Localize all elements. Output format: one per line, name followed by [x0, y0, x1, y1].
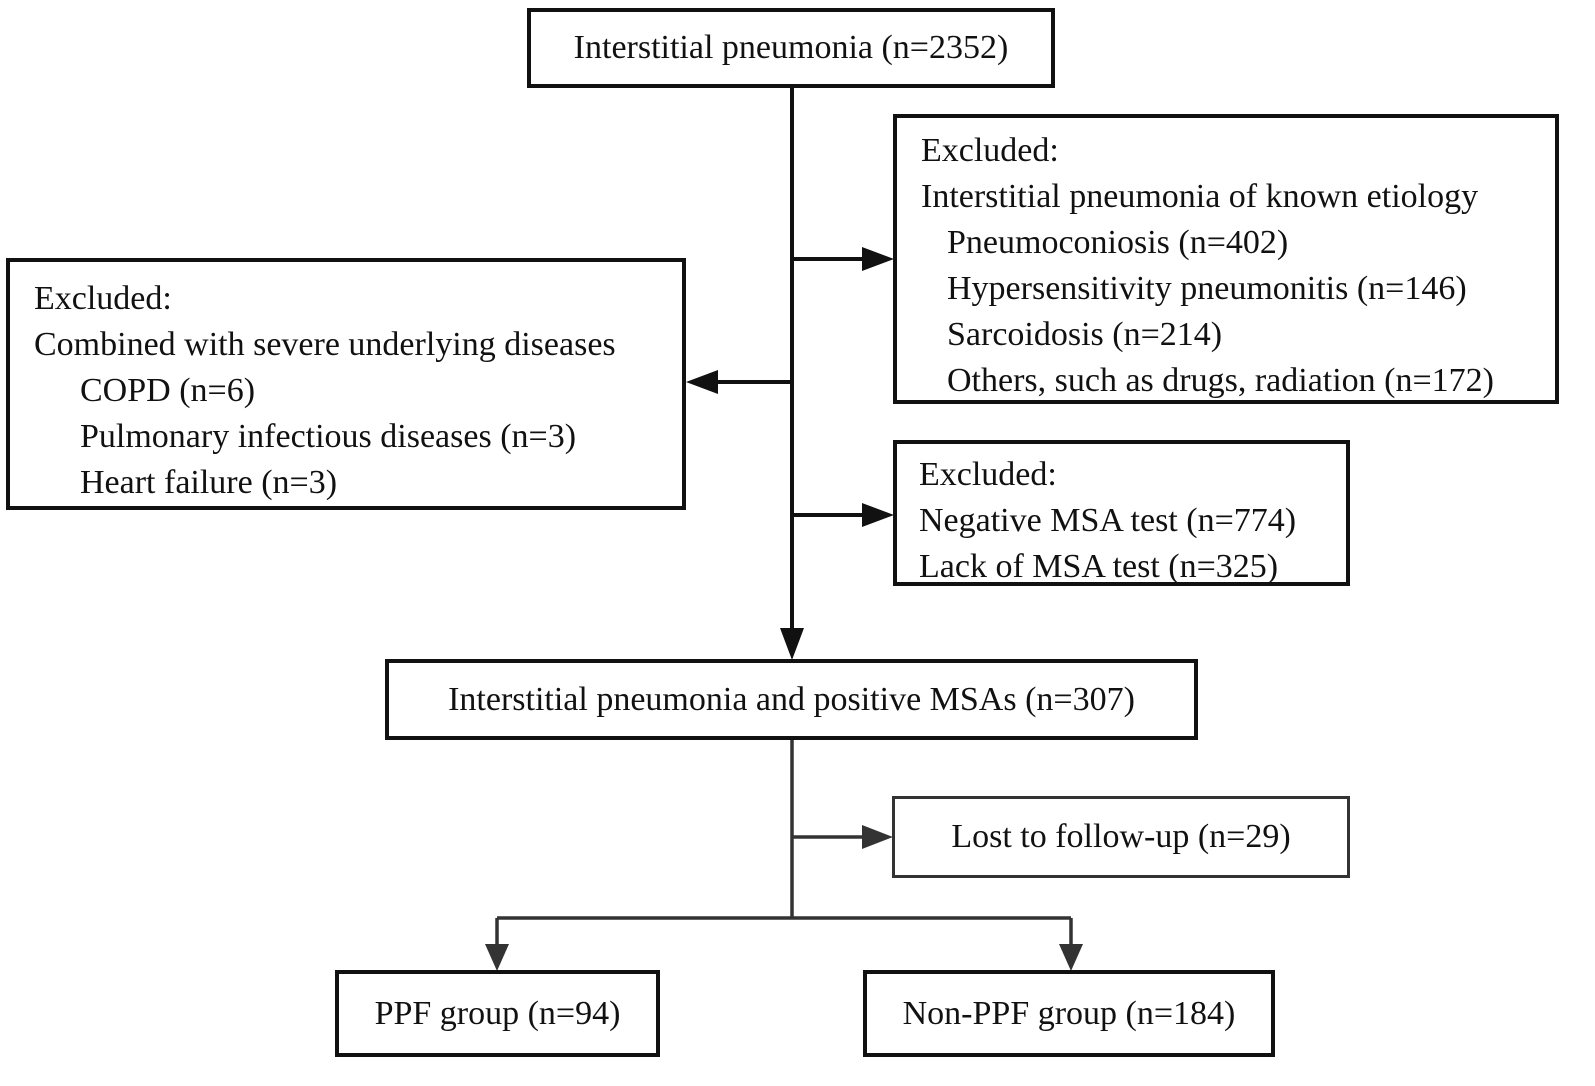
positive-msa-box: Interstitial pneumonia and positive MSAs…: [385, 659, 1198, 740]
excluded-underlying-box: Excluded: Combined with severe underlyin…: [6, 258, 686, 510]
non-ppf-group-box: Non-PPF group (n=184): [863, 970, 1275, 1057]
ppf-label: PPF group (n=94): [374, 994, 621, 1032]
excluded-item: Negative MSA test (n=774): [919, 502, 1297, 539]
excluded-item: Sarcoidosis (n=214): [947, 316, 1223, 353]
excluded-msa-box: Excluded: Negative MSA test (n=774) Lack…: [893, 440, 1350, 586]
lost-followup-box: Lost to follow-up (n=29): [892, 796, 1350, 878]
arrow-to-lost: [862, 825, 893, 849]
excluded-item: Pneumoconiosis (n=402): [947, 224, 1289, 261]
excluded-etiology-box: Excluded: Interstitial pneumonia of know…: [893, 114, 1559, 404]
arrow-to-non-ppf: [1059, 944, 1083, 971]
excluded-item: Lack of MSA test (n=325): [919, 548, 1279, 585]
excluded-item: Hypersensitivity pneumonitis (n=146): [947, 270, 1467, 307]
excluded-header: Excluded:: [921, 132, 1059, 169]
excluded-item: Pulmonary infectious diseases (n=3): [80, 418, 577, 455]
excluded-item: Others, such as drugs, radiation (n=172): [947, 362, 1495, 399]
ppf-group-box: PPF group (n=94): [335, 970, 660, 1057]
positive-label: Interstitial pneumonia and positive MSAs…: [448, 680, 1135, 718]
excluded-header: Excluded:: [34, 280, 172, 317]
lost-label: Lost to follow-up (n=29): [951, 818, 1291, 855]
excluded-category: Interstitial pneumonia of known etiology: [921, 178, 1479, 215]
arrow-to-positive: [780, 628, 804, 660]
arrow-to-etiology: [862, 247, 894, 271]
arrow-to-underlying: [686, 370, 718, 394]
non-ppf-label: Non-PPF group (n=184): [902, 994, 1236, 1032]
start-label: Interstitial pneumonia (n=2352): [573, 29, 1009, 66]
excluded-item: Heart failure (n=3): [80, 464, 338, 501]
excluded-category: Combined with severe underlying diseases: [34, 326, 616, 363]
start-box: Interstitial pneumonia (n=2352): [527, 8, 1055, 88]
arrow-to-msa: [862, 503, 894, 527]
excluded-header: Excluded:: [919, 456, 1057, 493]
arrow-to-ppf: [485, 944, 509, 971]
excluded-item: COPD (n=6): [80, 372, 256, 409]
